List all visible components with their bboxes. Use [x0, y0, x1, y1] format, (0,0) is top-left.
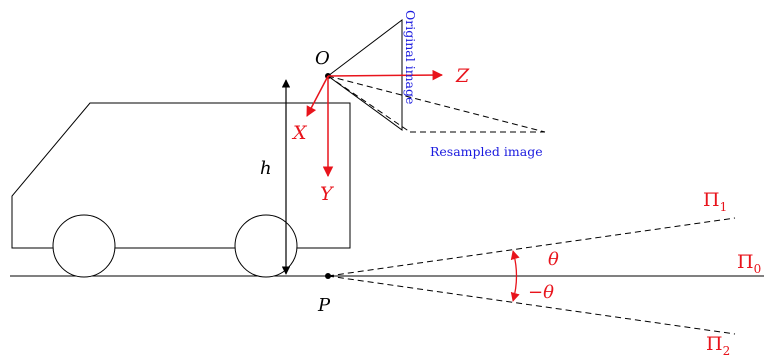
vehicle	[11, 102, 351, 278]
plane-2-label: Π2	[706, 333, 730, 358]
plane-1-line	[327, 217, 736, 277]
front-wheel	[52, 214, 116, 278]
rear-wheel	[234, 214, 298, 278]
angle-arc	[510, 250, 520, 302]
z-axis	[327, 69, 444, 81]
plane-1-label: Π1	[703, 189, 727, 214]
resampled-image-label: Resampled image	[430, 144, 543, 159]
theta-label: θ	[548, 249, 559, 270]
original-image-label: Original image	[403, 10, 418, 104]
resampled-ray-bottom	[327, 75, 411, 133]
point-p	[325, 273, 331, 279]
y-axis-label: Y	[320, 183, 335, 205]
point-p-label: P	[317, 295, 331, 316]
x-axis	[306, 75, 329, 117]
tilted-planes	[327, 217, 736, 335]
neg-theta-label: −θ	[528, 282, 554, 303]
z-axis-label: Z	[455, 65, 470, 87]
height-label: h	[260, 158, 272, 179]
resampled-ray-top	[327, 75, 546, 133]
plane-0-label: Π0	[737, 251, 761, 276]
plane-2-line	[327, 275, 736, 335]
camera-axes	[306, 69, 444, 178]
origin-label: O	[315, 48, 330, 69]
x-axis-label: X	[291, 122, 308, 144]
